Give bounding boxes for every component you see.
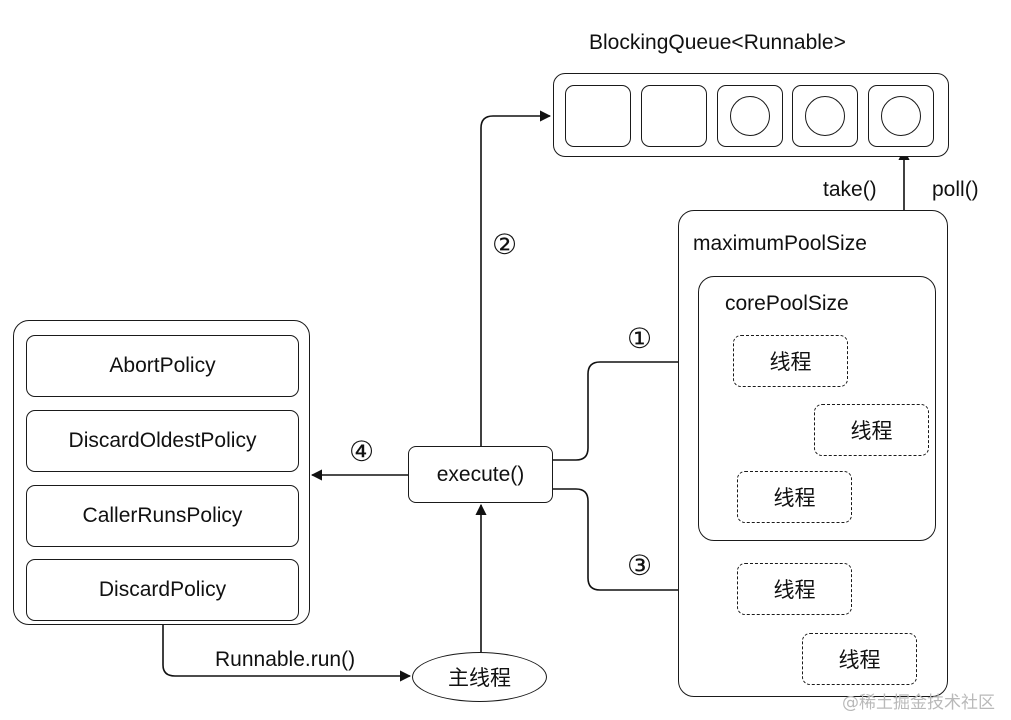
step-1-marker: ① bbox=[627, 322, 653, 355]
task-circle-icon bbox=[881, 96, 921, 136]
policy-discard-oldest: DiscardOldestPolicy bbox=[26, 410, 299, 472]
step-4-marker: ④ bbox=[349, 435, 375, 468]
arrow-to-queue bbox=[480, 110, 552, 447]
queue-slot-task bbox=[868, 85, 934, 147]
policy-discard: DiscardPolicy bbox=[26, 559, 299, 621]
step-3-marker: ③ bbox=[627, 549, 653, 582]
thread-box: 线程 bbox=[733, 335, 848, 387]
runnable-run-label: Runnable.run() bbox=[215, 648, 356, 671]
execute-box: execute() bbox=[408, 446, 553, 503]
maximum-pool-label: maximumPoolSize bbox=[693, 232, 867, 255]
queue-slot-task bbox=[792, 85, 858, 147]
queue-title: BlockingQueue<Runnable> bbox=[589, 31, 846, 54]
task-circle-icon bbox=[730, 96, 770, 136]
queue-slot-empty bbox=[565, 85, 631, 147]
thread-box: 线程 bbox=[814, 404, 929, 456]
step-2-marker: ② bbox=[492, 228, 518, 261]
policy-caller-runs: CallerRunsPolicy bbox=[26, 485, 299, 547]
arrow-to-core-thread bbox=[552, 356, 730, 461]
task-circle-icon bbox=[805, 96, 845, 136]
thread-box: 线程 bbox=[737, 563, 852, 615]
thread-box: 线程 bbox=[737, 471, 852, 523]
watermark: @稀土掘金技术社区 bbox=[842, 693, 995, 713]
policy-abort: AbortPolicy bbox=[26, 335, 299, 397]
arrow-to-extra-thread bbox=[552, 488, 734, 596]
queue-slot-empty bbox=[641, 85, 707, 147]
arrow-policies-to-main bbox=[162, 622, 412, 682]
main-thread-ellipse: 主线程 bbox=[412, 652, 547, 702]
queue-slot-task bbox=[717, 85, 783, 147]
thread-box: 线程 bbox=[802, 633, 917, 685]
core-pool-label: corePoolSize bbox=[725, 292, 849, 315]
take-label: take() bbox=[823, 178, 877, 201]
poll-label: poll() bbox=[932, 178, 979, 201]
